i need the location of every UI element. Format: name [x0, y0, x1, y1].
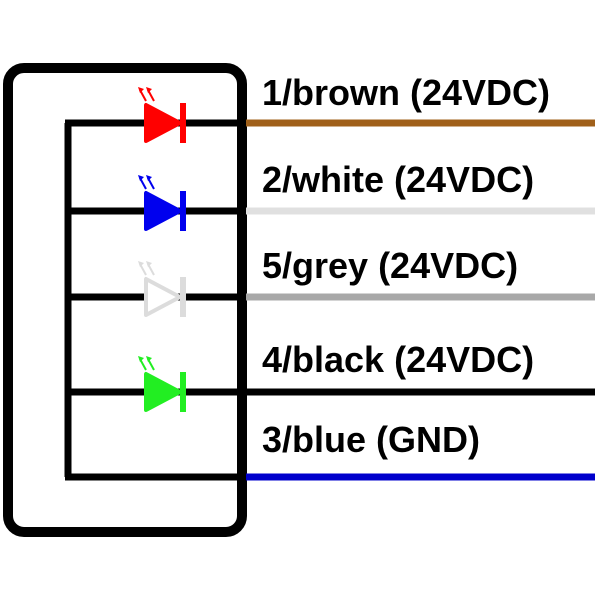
wire-2-white: 2/white (24VDC) — [65, 159, 595, 231]
diode-triangle — [144, 103, 182, 143]
wire-label-blue: 3/blue (GND) — [262, 419, 480, 460]
wire-label-brown: 1/brown (24VDC) — [262, 72, 550, 113]
white-led-icon — [138, 261, 186, 317]
diode-triangle — [144, 372, 182, 412]
light-emission-arrows-icon — [138, 87, 155, 102]
green-led-icon — [138, 356, 186, 412]
wire-label-white: 2/white (24VDC) — [262, 159, 534, 200]
wire-label-black: 4/black (24VDC) — [262, 339, 534, 380]
wire-1-brown: 1/brown (24VDC) — [65, 72, 595, 143]
diode-triangle — [144, 277, 182, 317]
wire-3-blue: 3/blue (GND) — [65, 419, 595, 481]
wire-5-grey: 5/grey (24VDC) — [65, 245, 595, 317]
wire-label-grey: 5/grey (24VDC) — [262, 245, 518, 286]
wire-4-black: 4/black (24VDC) — [65, 339, 595, 412]
light-emission-arrows-icon — [138, 356, 155, 371]
light-emission-arrows-icon — [138, 175, 155, 190]
blue-led-icon — [138, 175, 186, 231]
light-emission-arrows-icon — [138, 261, 155, 276]
diode-triangle — [144, 191, 182, 231]
red-led-icon — [138, 87, 186, 143]
